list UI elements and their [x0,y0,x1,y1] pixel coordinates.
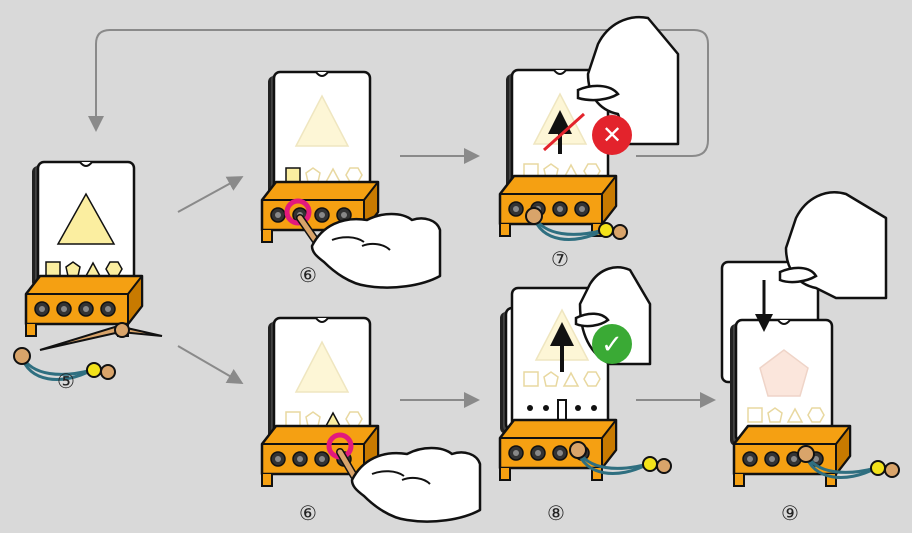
flow-arrow-5-to-6b [178,346,240,382]
step-8-illustration: ✓ [500,267,671,480]
flow-arrow-5-to-6a [178,178,240,212]
step-6b-illustration [262,318,480,522]
step-label-7: ⑦ [551,247,569,271]
step-7-illustration: ✕ [500,17,678,239]
step-6a-illustration [262,72,440,288]
cross-icon: ✕ [602,121,622,149]
step-5-illustration [14,162,162,379]
step-label-6a: ⑥ [299,263,317,287]
step-label-6b: ⑥ [299,501,317,525]
step-label-5: ⑤ [57,369,75,393]
check-icon: ✓ [601,330,623,360]
step-label-9: ⑨ [781,501,799,525]
step-label-8: ⑧ [547,501,565,525]
right-result-badge: ✓ [592,324,632,364]
step-9-illustration [722,192,899,486]
wrong-result-badge: ✕ [592,115,632,155]
